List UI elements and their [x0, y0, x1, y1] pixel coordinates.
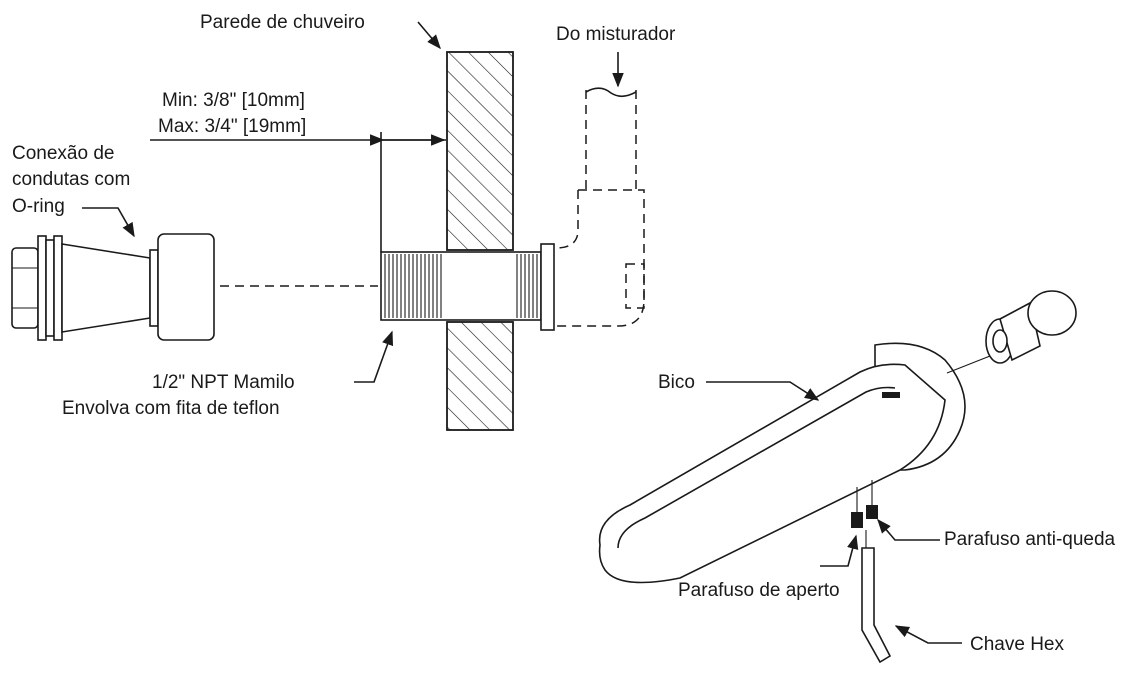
shower-wall [446, 51, 514, 431]
label-set-screw: Parafuso de aperto [678, 580, 840, 601]
screws [851, 480, 878, 528]
leader-arrow-icon [82, 207, 135, 238]
label-wall: Parede de chuveiro [200, 12, 365, 33]
label-mixer: Do misturador [556, 24, 676, 45]
label-anti-drop-screw: Parafuso anti-queda [944, 529, 1116, 550]
dimension-marker [150, 132, 446, 252]
label-connection-1: Conexão de [12, 143, 114, 164]
label-connection-3: O-ring [12, 196, 65, 217]
label-hex-key: Chave Hex [970, 634, 1064, 655]
label-connection-2: condutas com [12, 169, 130, 190]
leader-arrow-icon [894, 625, 962, 644]
label-max: Max: 3/4" [19mm] [158, 116, 306, 137]
npt-nipple [380, 243, 555, 331]
leader-arrow-icon [820, 534, 859, 567]
leader-arrow-icon [354, 330, 394, 383]
conduit-connection [11, 233, 215, 341]
label-nipple-2: Envolva com fita de teflon [62, 398, 280, 419]
spout-fitting [946, 290, 1077, 374]
label-min: Min: 3/8" [10mm] [162, 90, 305, 111]
mixer-outline [555, 87, 645, 327]
label-spout: Bico [658, 372, 695, 393]
leader-arrows [82, 21, 962, 644]
leader-arrow-icon [877, 518, 940, 541]
hex-key [861, 530, 892, 664]
leader-arrow-icon [706, 381, 820, 401]
spout [598, 342, 966, 584]
leader-arrow-icon [417, 21, 441, 50]
label-nipple-1: 1/2" NPT Mamilo [152, 372, 295, 393]
